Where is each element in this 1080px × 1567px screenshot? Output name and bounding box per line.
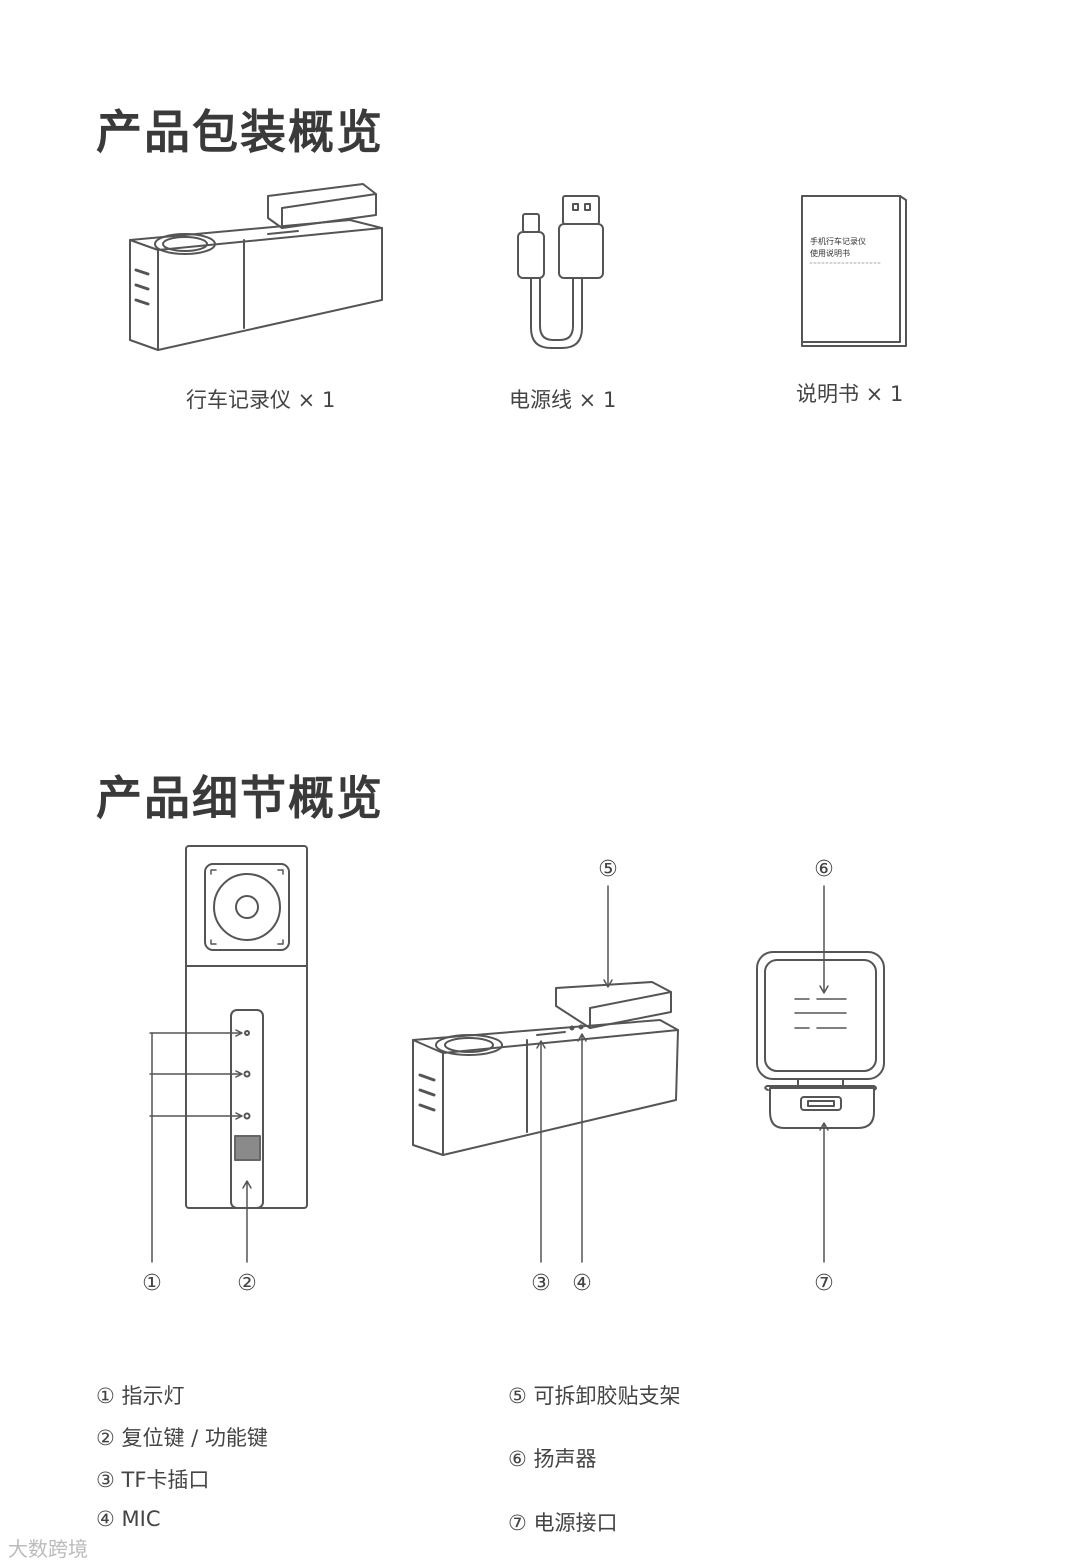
callout-7: ⑦ [814, 1271, 834, 1296]
watermark-logo: 大数跨境 [8, 1537, 88, 1561]
callout-4: ④ [572, 1271, 592, 1296]
legend-item-2: ② 复位键 / 功能键 [96, 1426, 268, 1450]
legend-item-7: ⑦ 电源接口 [508, 1511, 618, 1535]
legend-item-5: ⑤ 可拆卸胶贴支架 [508, 1384, 681, 1408]
caption-dashcam: 行车记录仪 × 1 [186, 388, 336, 412]
caption-power-cable: 电源线 × 1 [509, 388, 617, 412]
callout-1: ① [142, 1271, 162, 1296]
legend-item-3: ③ TF卡插口 [96, 1468, 210, 1492]
callout-6: ⑥ [814, 857, 834, 882]
manual-cover-line1: 手机行车记录仪 [810, 236, 866, 246]
power-cable-illustration [517, 195, 604, 349]
dashcam-illustration [129, 183, 383, 351]
caption-manual: 说明书 × 1 [796, 382, 904, 406]
dashcam-side-view [412, 885, 679, 1263]
legend-item-1: ① 指示灯 [96, 1384, 185, 1408]
legend-item-4: ④ MIC [96, 1507, 161, 1531]
callout-2: ② [237, 1271, 257, 1296]
mount-illustration [756, 885, 885, 1263]
legend-item-6: ⑥ 扬声器 [508, 1447, 597, 1471]
callout-5: ⑤ [598, 857, 618, 882]
manual-cover-line2: 使用说明书 [810, 248, 850, 258]
dashcam-front-view [149, 845, 308, 1263]
section-title-package: 产品包装概览 [96, 105, 384, 159]
callout-3: ③ [531, 1271, 551, 1296]
section-title-details: 产品细节概览 [96, 771, 384, 825]
manual-illustration: 手机行车记录仪 使用说明书 [801, 195, 907, 347]
